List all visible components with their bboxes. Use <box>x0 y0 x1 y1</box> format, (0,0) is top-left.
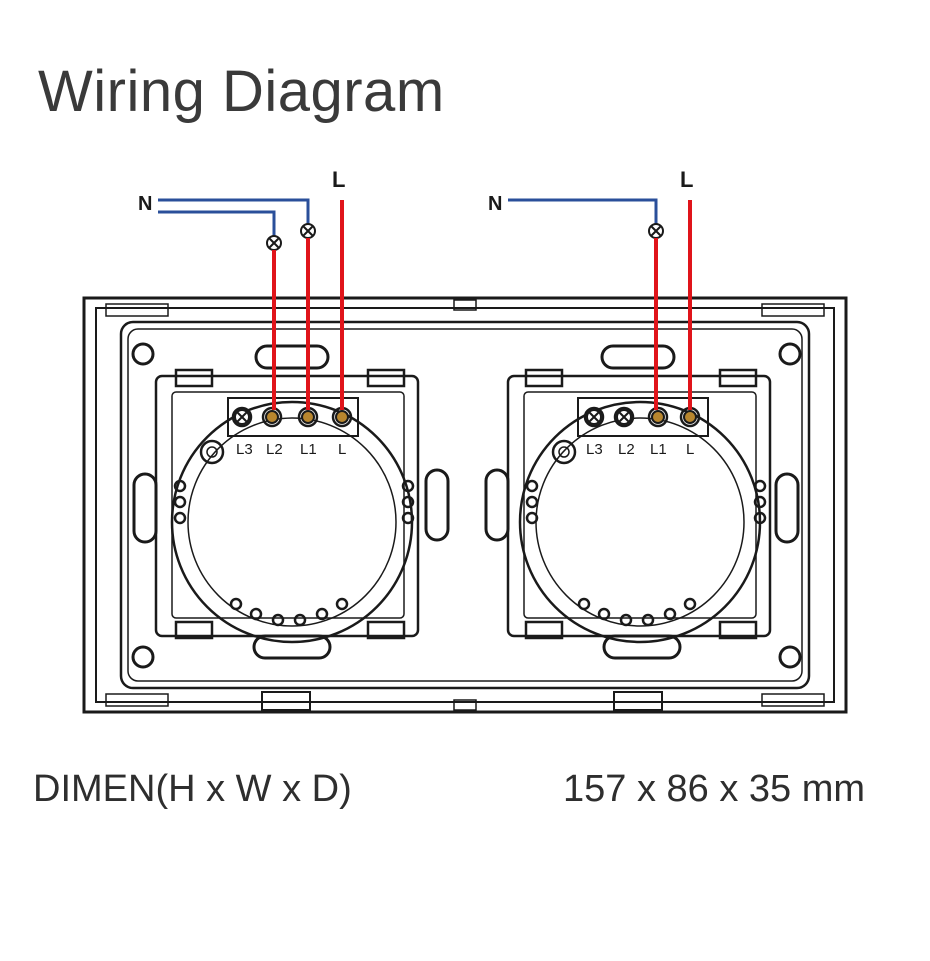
neutral-label-left: N <box>138 193 152 215</box>
switch-mechanism-right <box>506 368 772 644</box>
screw-terminals <box>234 409 697 425</box>
lamp-icon <box>648 223 664 239</box>
neutral-wires <box>158 198 658 236</box>
dimensions-value: 157 x 86 x 35 mm <box>563 768 866 810</box>
neutral-wire-left-2 <box>158 210 276 236</box>
lamp-icons <box>266 223 664 251</box>
terminal-label: L1 <box>650 441 667 458</box>
terminal-label: L3 <box>236 441 253 458</box>
switch-mechanism-left <box>154 368 420 644</box>
terminal-label: L <box>338 441 346 458</box>
lamp-icon <box>266 235 282 251</box>
terminal-label: L <box>686 441 694 458</box>
neutral-wire-right <box>508 198 658 224</box>
neutral-label-right: N <box>488 193 502 215</box>
lamp-icon <box>300 223 316 239</box>
switch-plate <box>82 296 848 714</box>
terminal-labels-left: L3 L2 L1 L <box>236 441 346 458</box>
terminal-label: L1 <box>300 441 317 458</box>
live-label-left: L <box>332 167 345 192</box>
terminal-labels-right: L3 L2 L1 L <box>586 441 694 458</box>
page-title: Wiring Diagram <box>38 59 445 124</box>
neutral-wire-left-1 <box>158 198 310 224</box>
terminal-label: L2 <box>618 441 635 458</box>
terminal-label: L3 <box>586 441 603 458</box>
live-wires <box>272 200 692 410</box>
live-label-right: L <box>680 167 693 192</box>
dimensions-label: DIMEN(H x W x D) <box>33 768 352 810</box>
terminal-label: L2 <box>266 441 283 458</box>
